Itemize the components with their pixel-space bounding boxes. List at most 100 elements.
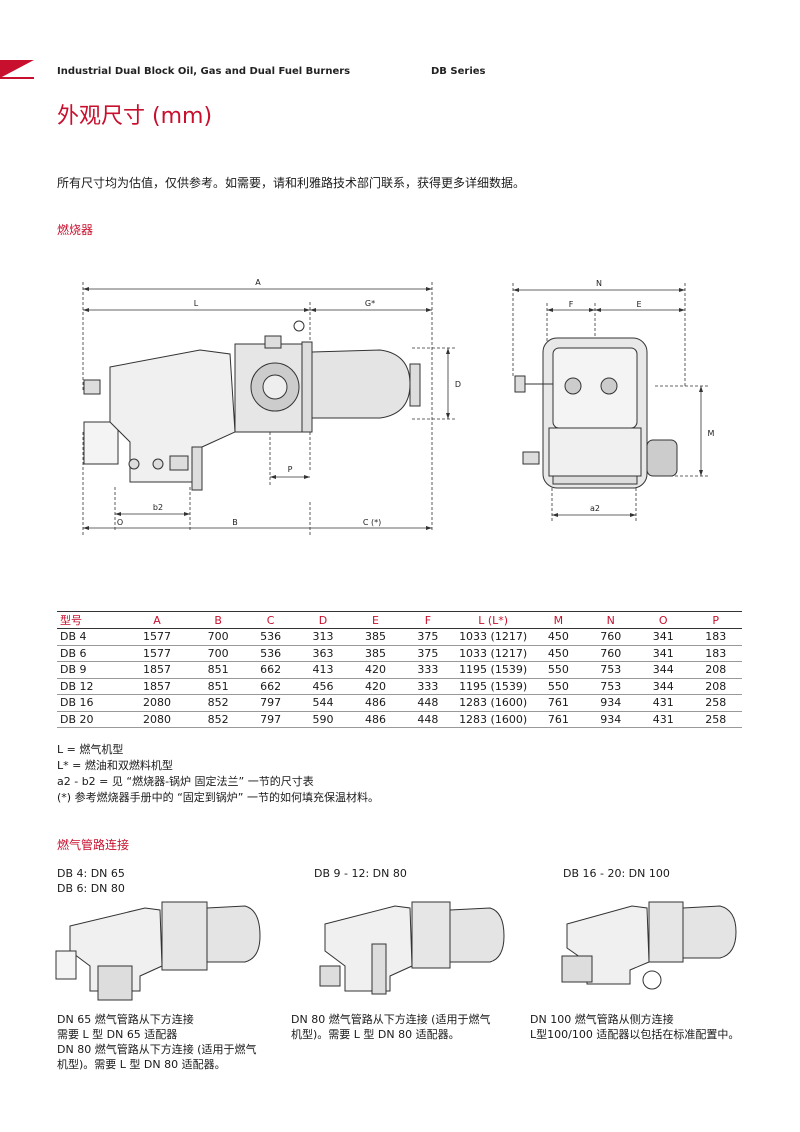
note-line: (*) 参考燃烧器手册中的 “固定到锅炉” 一节的如何填充保温材料。 xyxy=(57,791,379,804)
model-cell: DB 4 xyxy=(57,628,122,646)
value-cell: 344 xyxy=(636,678,690,695)
dim-label-L: L xyxy=(194,299,199,308)
value-cell: 385 xyxy=(349,645,402,662)
gas-caption-db16-20: DN 100 燃气管路从侧方连接 L型100/100 适配器以包括在标准配置中。 xyxy=(530,1013,740,1041)
value-cell: 450 xyxy=(532,628,585,646)
dim-label-a2: a2 xyxy=(590,504,600,513)
header-accent-mark xyxy=(0,60,34,78)
value-cell: 183 xyxy=(689,645,742,662)
header-accent-rule xyxy=(0,77,34,79)
value-cell: 1195 (1539) xyxy=(454,661,533,679)
burner-front-view-drawing: N F E M a2 xyxy=(512,279,715,521)
dim-label-F: F xyxy=(569,300,574,309)
note-line: L* = 燃油和双燃料机型 xyxy=(57,759,173,772)
value-cell: 448 xyxy=(401,694,455,712)
model-cell: DB 16 xyxy=(57,694,122,712)
gas-heading-db9-12: DB 9 - 12: DN 80 xyxy=(314,867,407,880)
dim-label-A: A xyxy=(255,278,261,287)
table-header-cell: D xyxy=(296,611,350,629)
value-cell: 1033 (1217) xyxy=(454,645,533,662)
table-header-cell: L (L*) xyxy=(454,611,533,629)
value-cell: 700 xyxy=(191,628,245,646)
value-cell: 1577 xyxy=(122,645,192,662)
table-header-cell: C xyxy=(244,611,297,629)
value-cell: 344 xyxy=(636,661,690,679)
value-cell: 851 xyxy=(191,678,245,695)
gas-caption-db9-12: DN 80 燃气管路从下方连接 (适用于燃气 机型)。需要 L 型 DN 80 … xyxy=(291,1013,491,1041)
burner-section-title: 燃烧器 xyxy=(57,223,94,237)
dim-label-M: M xyxy=(708,429,715,438)
value-cell: 536 xyxy=(244,645,297,662)
value-cell: 761 xyxy=(532,694,585,712)
value-cell: 590 xyxy=(296,711,350,728)
value-cell: 550 xyxy=(532,678,585,695)
table-header-cell: P xyxy=(689,611,742,629)
value-cell: 208 xyxy=(689,678,742,695)
value-cell: 536 xyxy=(244,628,297,646)
value-cell: 662 xyxy=(244,661,297,679)
value-cell: 851 xyxy=(191,661,245,679)
value-cell: 431 xyxy=(636,694,690,712)
value-cell: 448 xyxy=(401,711,455,728)
table-header-cell: E xyxy=(349,611,402,629)
value-cell: 258 xyxy=(689,694,742,712)
model-cell: DB 9 xyxy=(57,661,122,679)
dimension-notes: L = 燃气机型 L* = 燃油和双燃料机型 a2 - b2 = 见 “燃烧器-… xyxy=(57,742,379,806)
value-cell: 420 xyxy=(349,661,402,679)
value-cell: 662 xyxy=(244,678,297,695)
value-cell: 486 xyxy=(349,711,402,728)
dim-label-C: C (*) xyxy=(363,518,381,527)
dim-label-O: O xyxy=(117,518,123,527)
gas-connection-drawing-db9-12 xyxy=(319,901,505,995)
model-cell: DB 20 xyxy=(57,711,122,728)
value-cell: 760 xyxy=(584,645,637,662)
dim-label-D: D xyxy=(455,380,461,389)
value-cell: 183 xyxy=(689,628,742,646)
table-header-cell: 型号 xyxy=(57,611,122,629)
model-cell: DB 6 xyxy=(57,645,122,662)
value-cell: 544 xyxy=(296,694,350,712)
value-cell: 550 xyxy=(532,661,585,679)
table-header-cell: B xyxy=(191,611,245,629)
table-header-cell: F xyxy=(401,611,455,629)
value-cell: 761 xyxy=(532,711,585,728)
value-cell: 852 xyxy=(191,694,245,712)
value-cell: 934 xyxy=(584,694,637,712)
intro-text: 所有尺寸均为估值，仅供参考。如需要，请和利雅路技术部门联系，获得更多详细数据。 xyxy=(57,176,526,190)
table-header-cell: M xyxy=(532,611,585,629)
dim-label-P: P xyxy=(288,465,293,474)
burner-side-view-drawing: A L G* D P b2 O B C (*) xyxy=(82,278,461,537)
value-cell: 450 xyxy=(532,645,585,662)
model-cell: DB 12 xyxy=(57,678,122,695)
gas-heading-db4-6: DB 4: DN 65 DB 6: DN 80 xyxy=(57,867,125,895)
value-cell: 341 xyxy=(636,628,690,646)
value-cell: 753 xyxy=(584,678,637,695)
value-cell: 1033 (1217) xyxy=(454,628,533,646)
value-cell: 456 xyxy=(296,678,350,695)
value-cell: 420 xyxy=(349,678,402,695)
dim-label-b2: b2 xyxy=(153,503,163,512)
gas-caption-db4-6: DN 65 燃气管路从下方连接 需要 L 型 DN 65 适配器 DN 80 燃… xyxy=(57,1013,257,1071)
table-header-row: 型号 A B C D E F L (L*) M N O P xyxy=(57,611,742,629)
value-cell: 333 xyxy=(401,661,455,679)
value-cell: 1577 xyxy=(122,628,192,646)
value-cell: 1857 xyxy=(122,678,192,695)
value-cell: 313 xyxy=(296,628,350,646)
gas-section-title: 燃气管路连接 xyxy=(57,838,130,852)
value-cell: 1283 (1600) xyxy=(454,694,533,712)
value-cell: 1857 xyxy=(122,661,192,679)
value-cell: 2080 xyxy=(122,711,192,728)
value-cell: 1283 (1600) xyxy=(454,711,533,728)
value-cell: 753 xyxy=(584,661,637,679)
dim-label-G: G* xyxy=(365,299,375,308)
value-cell: 486 xyxy=(349,694,402,712)
value-cell: 385 xyxy=(349,628,402,646)
note-line: L = 燃气机型 xyxy=(57,743,124,756)
value-cell: 1195 (1539) xyxy=(454,678,533,695)
